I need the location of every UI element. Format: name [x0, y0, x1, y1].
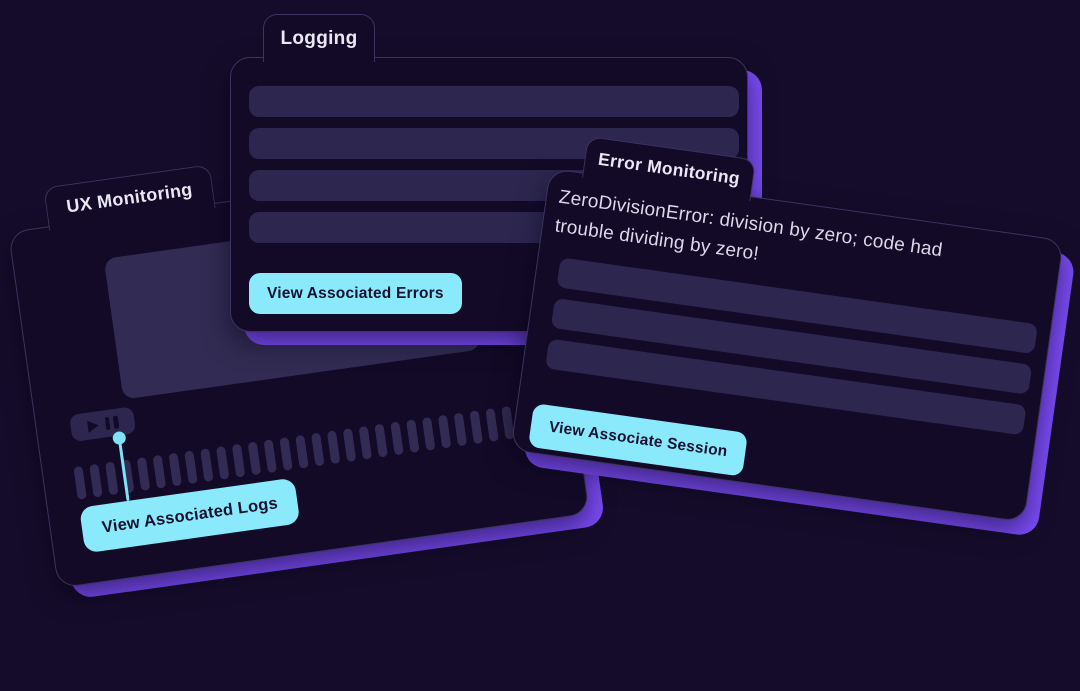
error-monitoring-tab-label: Error Monitoring [596, 148, 742, 189]
play-pause-control[interactable] [69, 406, 137, 443]
timeline-bar [485, 408, 499, 442]
timeline-bar [215, 445, 230, 480]
timeline-bar [374, 423, 388, 458]
timeline-bar [73, 465, 87, 500]
timeline-bar [231, 443, 246, 478]
pause-icon [104, 415, 119, 431]
ux-monitoring-tab-label: UX Monitoring [65, 179, 194, 217]
timeline-bar [469, 410, 483, 445]
timeline-bar [263, 439, 278, 474]
view-associated-errors-button[interactable]: View Associated Errors [249, 273, 462, 314]
timeline-bar [89, 463, 103, 498]
timeline-bar [168, 452, 182, 487]
ux-monitoring-tab: UX Monitoring [43, 164, 216, 232]
timeline-bar [311, 432, 325, 467]
timeline-bar [358, 425, 373, 460]
logging-tab-label: Logging [280, 27, 358, 49]
timeline-bar [406, 419, 420, 454]
play-icon [86, 418, 100, 433]
timeline-bar [342, 428, 357, 463]
timeline-bar [326, 430, 341, 465]
playhead-knob [111, 430, 127, 446]
logging-tab: Logging [263, 14, 375, 62]
timeline-bar [453, 412, 468, 447]
timeline-bar [390, 421, 404, 456]
timeline-bar [295, 434, 309, 469]
error-monitoring-card: Error Monitoring ZeroDivisionError: divi… [510, 135, 1077, 538]
timeline-bar [200, 448, 214, 483]
timeline-bar [421, 416, 436, 451]
timeline-bar [437, 414, 452, 449]
timeline-bar [152, 454, 167, 489]
skeleton-row [249, 86, 739, 117]
timeline-bar [136, 457, 151, 491]
timeline-bar [279, 436, 293, 471]
timeline-bar [247, 441, 262, 476]
playhead-stem [117, 438, 130, 502]
timeline-bar [184, 450, 198, 485]
